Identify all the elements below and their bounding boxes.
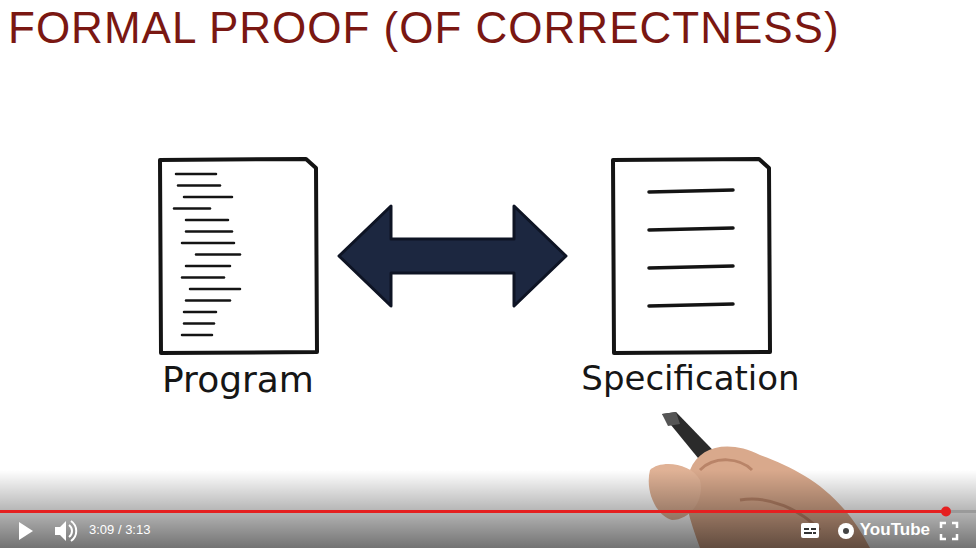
play-icon	[19, 522, 33, 540]
youtube-logo: YouTube	[860, 520, 930, 540]
volume-icon	[55, 521, 76, 541]
title-text: FORMAL PROOF (OF CORRECTNESS)	[8, 4, 840, 52]
progress-bar	[0, 510, 946, 513]
document-label: Program	[151, 358, 325, 401]
progress-track	[0, 510, 976, 513]
document-icon	[156, 156, 320, 356]
double-arrow	[339, 206, 566, 306]
document-node: Program	[151, 156, 325, 401]
player-shade	[0, 470, 976, 548]
fullscreen-icon	[941, 523, 957, 539]
document-icon	[609, 156, 773, 356]
document-node: Specification	[576, 156, 805, 399]
video-time: 3:09 / 3:13	[89, 522, 150, 537]
progress-knob	[941, 507, 951, 517]
captions-icon	[801, 523, 819, 538]
settings-icon	[838, 523, 854, 539]
document-label: Specification	[576, 358, 805, 399]
